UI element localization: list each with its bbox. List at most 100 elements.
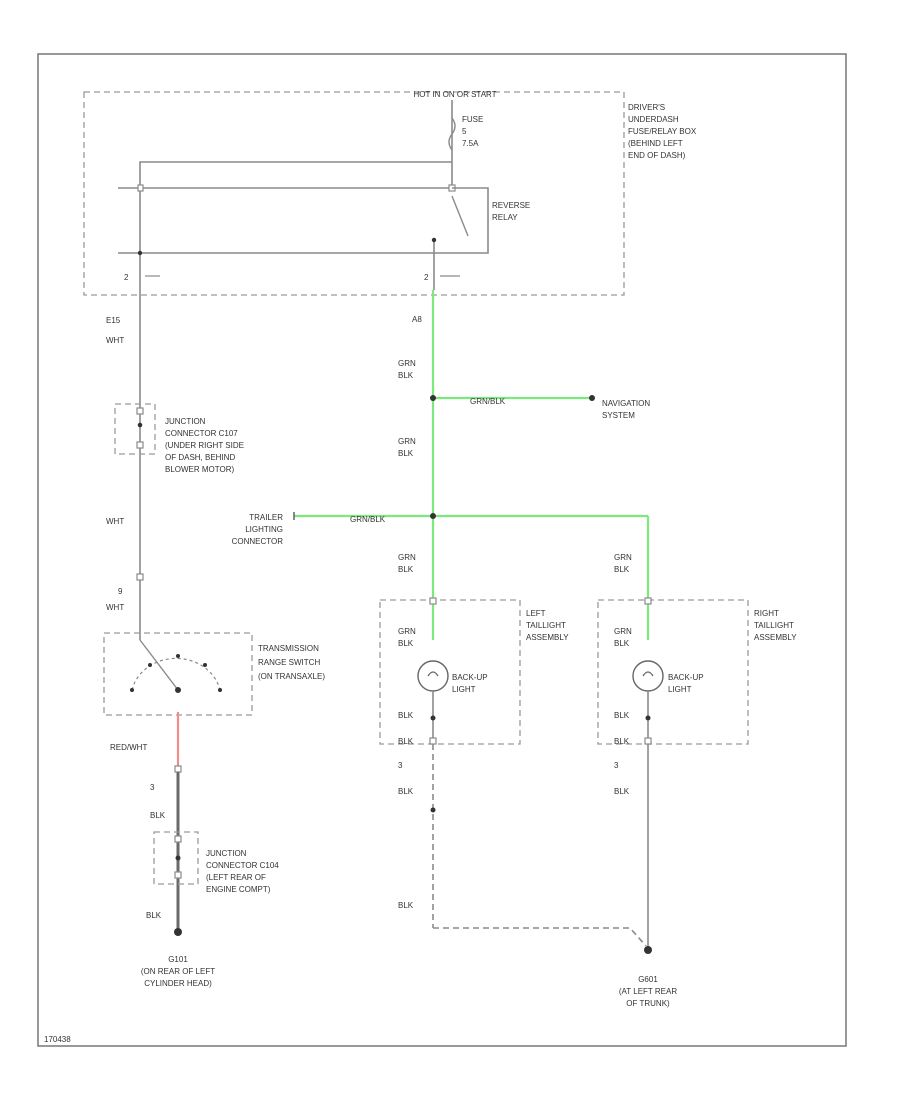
relay-coil-feed — [139, 161, 452, 262]
svg-text:TAILLIGHT: TAILLIGHT — [526, 621, 566, 630]
g101-label: G101 (ON REAR OF LEFT CYLINDER HEAD) — [141, 955, 215, 988]
svg-text:JUNCTION: JUNCTION — [206, 849, 247, 858]
pin-l3: 3 — [398, 761, 403, 770]
svg-text:BLK: BLK — [398, 565, 414, 574]
fuse-number: 5 — [462, 127, 467, 136]
svg-text:CONNECTOR C107: CONNECTOR C107 — [165, 429, 238, 438]
svg-text:OF TRUNK): OF TRUNK) — [626, 999, 670, 1008]
relay-switch — [451, 195, 469, 237]
ground-g601 — [644, 946, 652, 954]
red-wht-label: RED/WHT — [110, 743, 147, 752]
blk-switch-label-2: BLK — [146, 911, 162, 920]
pin-mid: 2 — [424, 273, 429, 282]
left-backup-bulb-icon — [417, 660, 449, 692]
left-taillight-label: LEFT TAILLIGHT ASSEMBLY — [526, 609, 569, 642]
grn-blk-trailer-label: GRN/BLK — [350, 515, 386, 524]
svg-text:CONNECTOR: CONNECTOR — [232, 537, 284, 546]
blk-r1: BLK — [614, 711, 630, 720]
a8-label: A8 — [412, 315, 422, 324]
grn-blk-label-5: GRN — [398, 627, 416, 636]
svg-text:RIGHT: RIGHT — [754, 609, 779, 618]
svg-text:CONNECTOR C104: CONNECTOR C104 — [206, 861, 279, 870]
svg-text:TAILLIGHT: TAILLIGHT — [754, 621, 794, 630]
svg-text:DRIVER'S: DRIVER'S — [628, 103, 665, 112]
junction-c104-label: JUNCTION CONNECTOR C104 (LEFT REAR OF EN… — [206, 849, 279, 894]
right-taillight-label: RIGHT TAILLIGHT ASSEMBLY — [754, 609, 797, 642]
junction-connector-c107 — [114, 403, 156, 455]
blk-l1: BLK — [398, 711, 414, 720]
svg-text:JUNCTION: JUNCTION — [165, 417, 206, 426]
fuse-amperage: 7.5A — [462, 139, 479, 148]
power-label: HOT IN ON OR START — [413, 90, 496, 99]
ground-g101 — [174, 928, 182, 936]
svg-text:FUSE/RELAY BOX: FUSE/RELAY BOX — [628, 127, 697, 136]
svg-text:LIGHT: LIGHT — [452, 685, 476, 694]
pin-9-label: 9 — [118, 587, 123, 596]
junction-connector-c104 — [153, 831, 199, 885]
grn-blk-label-4: GRN — [614, 553, 632, 562]
blk-l3: BLK — [398, 787, 414, 796]
svg-text:(LEFT REAR OF: (LEFT REAR OF — [206, 873, 266, 882]
wht-label-1: WHT — [106, 336, 124, 345]
svg-text:(ON TRANSAXLE): (ON TRANSAXLE) — [258, 672, 325, 681]
svg-text:LIGHTING: LIGHTING — [245, 525, 283, 534]
blk-l2: BLK — [398, 737, 414, 746]
svg-text:BLK: BLK — [398, 449, 414, 458]
svg-text:LIGHT: LIGHT — [668, 685, 692, 694]
svg-text:(UNDER RIGHT SIDE: (UNDER RIGHT SIDE — [165, 441, 244, 450]
left-backup-light-label: BACK-UP — [452, 673, 488, 682]
range-switch-contact — [139, 639, 179, 691]
right-backup-bulb-icon — [632, 660, 664, 692]
svg-text:TRANSMISSION: TRANSMISSION — [258, 644, 319, 653]
svg-text:BLK: BLK — [398, 371, 414, 380]
navigation-label: NAVIGATION — [602, 399, 650, 408]
fuse-name: FUSE — [462, 115, 483, 124]
left-ground-splice — [433, 927, 647, 947]
pin-left: 2 — [124, 273, 129, 282]
svg-text:CYLINDER HEAD): CYLINDER HEAD) — [144, 979, 212, 988]
pin-r3: 3 — [614, 761, 619, 770]
svg-text:RELAY: RELAY — [492, 213, 518, 222]
blk-l4: BLK — [398, 901, 414, 910]
fuse-symbol — [448, 117, 456, 151]
svg-text:(AT LEFT REAR: (AT LEFT REAR — [619, 987, 677, 996]
wht-label-3: WHT — [106, 603, 124, 612]
svg-text:(ON REAR OF LEFT: (ON REAR OF LEFT — [141, 967, 215, 976]
wht-label-2: WHT — [106, 517, 124, 526]
svg-text:(BEHIND LEFT: (BEHIND LEFT — [628, 139, 683, 148]
left-taillight-assembly — [379, 599, 521, 745]
svg-text:BLK: BLK — [614, 565, 630, 574]
svg-text:SYSTEM: SYSTEM — [602, 411, 635, 420]
underdash-fuse-box — [83, 91, 625, 296]
svg-text:OF DASH, BEHIND: OF DASH, BEHIND — [165, 453, 235, 462]
svg-text:RANGE SWITCH: RANGE SWITCH — [258, 658, 320, 667]
grn-blk-label-2: GRN — [398, 437, 416, 446]
figure-id: 170438 — [44, 1035, 71, 1044]
svg-text:ENGINE COMPT): ENGINE COMPT) — [206, 885, 271, 894]
svg-text:G601: G601 — [638, 975, 658, 984]
svg-text:TRAILER: TRAILER — [249, 513, 283, 522]
grn-blk-label-1: GRN — [398, 359, 416, 368]
g601-label: G601 (AT LEFT REAR OF TRUNK) — [619, 975, 677, 1008]
trailer-connector-label: TRAILER LIGHTING CONNECTOR — [232, 513, 284, 546]
svg-text:UNDERDASH: UNDERDASH — [628, 115, 679, 124]
junction-c107-label: JUNCTION CONNECTOR C107 (UNDER RIGHT SID… — [165, 417, 244, 474]
pin-3-label: 3 — [150, 783, 155, 792]
grn-blk-label-6: GRN — [614, 627, 632, 636]
svg-text:BLK: BLK — [398, 639, 414, 648]
svg-text:END OF DASH): END OF DASH) — [628, 151, 686, 160]
blk-r2: BLK — [614, 737, 630, 746]
svg-text:G101: G101 — [168, 955, 188, 964]
grn-blk-nav-label: GRN/BLK — [470, 397, 506, 406]
svg-text:BLK: BLK — [614, 639, 630, 648]
trans-switch-label: TRANSMISSION RANGE SWITCH (ON TRANSAXLE) — [258, 644, 325, 681]
transmission-range-switch — [103, 632, 253, 716]
relay-contact-wire — [118, 187, 489, 254]
right-taillight-assembly — [597, 599, 749, 745]
diagram-frame — [37, 53, 847, 1047]
blk-switch-label: BLK — [150, 811, 166, 820]
reverse-relay-label: REVERSE — [492, 201, 530, 210]
svg-text:ASSEMBLY: ASSEMBLY — [754, 633, 797, 642]
blk-r3: BLK — [614, 787, 630, 796]
